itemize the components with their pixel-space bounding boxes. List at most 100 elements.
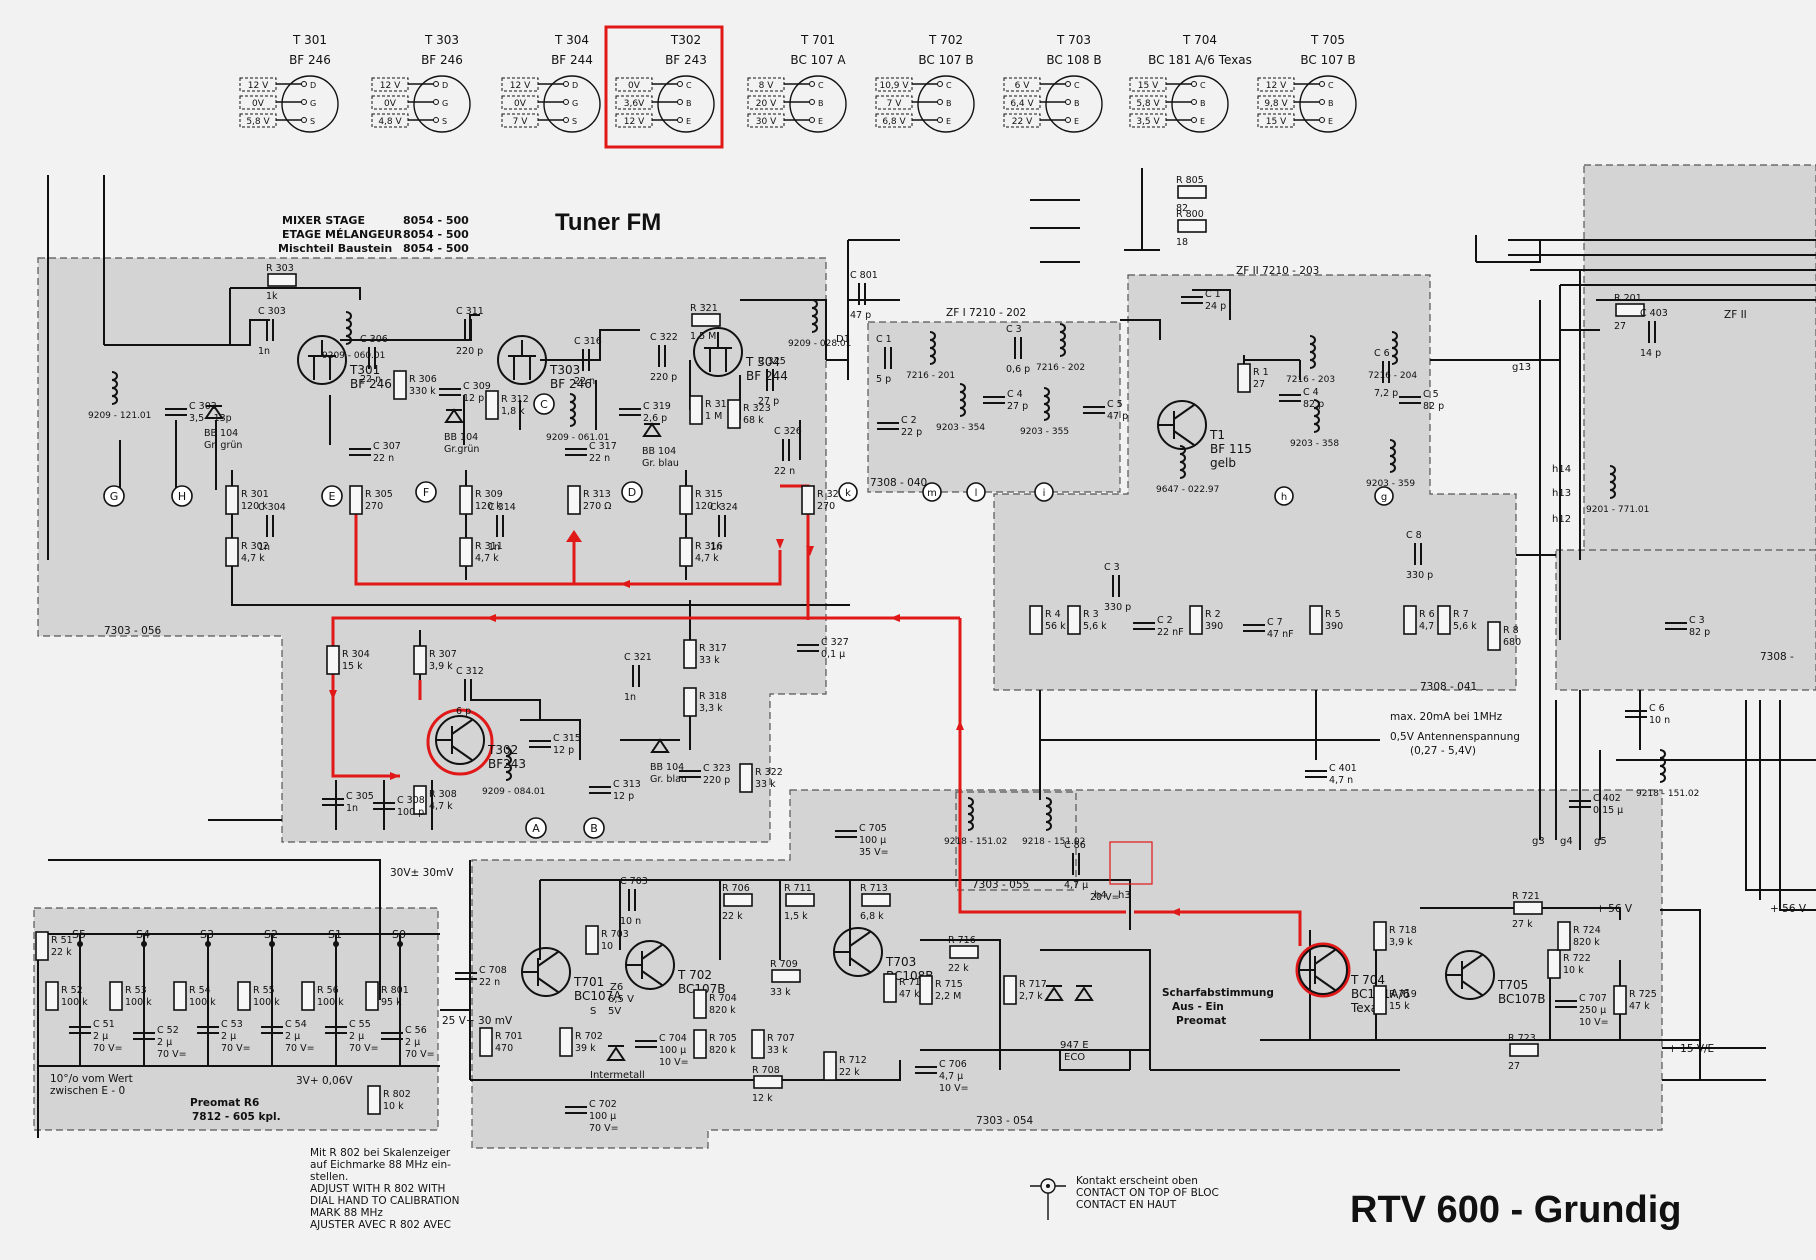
capacitor-ref: C 708 — [479, 965, 507, 976]
pinout-voltage: 12 V — [510, 81, 531, 91]
coil-l9218_b: 9218 - 151.02 — [1022, 797, 1085, 847]
capacitor-ref: C 2 — [901, 415, 917, 426]
capacitor-plates — [877, 422, 899, 430]
capacitor-ref: C 52 — [157, 1025, 179, 1036]
resistor-value: 5,6 k — [1453, 621, 1477, 632]
resistor-body — [173, 981, 187, 1011]
coil-winding — [1309, 335, 1316, 369]
capacitor-plates — [1243, 624, 1265, 632]
pinout-pin-letter: G — [572, 99, 578, 108]
capacitor-value: 14 p — [1640, 348, 1661, 359]
capacitor-c2: C 222 nF — [1133, 615, 1184, 638]
note-r802-6: MARK 88 MHz — [310, 1207, 383, 1219]
resistor-value: 2,7 k — [1019, 991, 1043, 1002]
coil-label: 7216 - 203 — [1286, 375, 1335, 385]
capacitor-plates — [782, 439, 790, 461]
capacitor-plates — [582, 349, 590, 371]
coil-label: 9209 - 084.01 — [482, 787, 545, 797]
tuner-title: Tuner FM — [555, 209, 661, 236]
resistor-body — [723, 893, 753, 907]
note-contact-1: Kontakt erscheint oben — [1076, 1175, 1198, 1187]
resistor-ref: R 703 — [601, 929, 629, 940]
note-r802-4: ADJUST WITH R 802 WITH — [310, 1183, 445, 1195]
capacitor-plates — [1414, 543, 1422, 565]
brand-label: RTV 600 - Grundig — [1350, 1189, 1681, 1231]
pinout-pin-letter: B — [946, 99, 952, 108]
pinout-voltage: 12 V — [380, 81, 401, 91]
capacitor-plates — [1072, 853, 1080, 875]
pinout-voltage: 5,8 V — [1136, 99, 1160, 109]
capacitor-plates — [325, 1026, 347, 1034]
connection-ring — [621, 481, 643, 503]
connection-ring — [321, 485, 343, 507]
capacitor-plates — [589, 786, 611, 794]
pinout-can — [789, 75, 847, 133]
resistor-value: 27 — [1508, 1061, 1520, 1072]
connection-point-i: i — [1034, 482, 1054, 502]
capacitor-c6: C 67,2 p — [1374, 348, 1398, 399]
coil-winding — [1045, 797, 1052, 831]
pinout-pin — [937, 99, 943, 105]
pinout-voltage: 4,8 V — [378, 117, 402, 127]
diode-color: Gr.grün — [444, 444, 479, 455]
resistor-body — [225, 537, 239, 567]
pinout-pin — [677, 99, 683, 105]
coil-l9209_028: 9209 - 028.01 — [788, 299, 851, 349]
pinout-pin-letter: C — [686, 81, 692, 90]
resistor-ref: R 716 — [948, 935, 976, 946]
pinout-voltage: 7 V — [513, 117, 529, 127]
pinout-pin-letter: E — [1200, 117, 1205, 126]
resistor-value: 270 — [365, 501, 383, 512]
diode-type: BB 104 — [204, 428, 238, 439]
pinout-voltage: 30 V — [756, 117, 777, 127]
capacitor-plates — [1382, 361, 1390, 383]
mixer-caption-3-code: 8054 - 500 — [403, 242, 469, 255]
capacitor-ref: C 403 — [1640, 308, 1668, 319]
resistor-ref: R 802 — [383, 1089, 411, 1100]
coil-l9218_c: 9218 - 151.02 — [1636, 749, 1699, 799]
capacitor-ref: C 311 — [456, 306, 484, 317]
capacitor-voltage: 70 V= — [405, 1049, 435, 1060]
resistor-body — [801, 485, 815, 515]
notes: 30V± 30mV 3V+ 0,06V 25 V+ 30 mV + 56 V +… — [50, 711, 1807, 1231]
capacitor-c56: C 562 µ70 V= — [381, 1025, 435, 1060]
pin-label-h4: h4 — [1094, 890, 1107, 901]
mixer-caption-2-code: 8054 - 500 — [403, 228, 469, 241]
capacitor-ref: C 707 — [1579, 993, 1607, 1004]
switch-label: S3 — [200, 928, 214, 941]
resistor-body — [919, 975, 933, 1005]
diode-type: BB 104 — [444, 432, 478, 443]
coil-l9201: 9201 - 771.01 — [1586, 465, 1649, 515]
resistor-ref: R 725 — [1629, 989, 1657, 1000]
capacitor-voltage: 70 V= — [221, 1043, 251, 1054]
pinout-voltage: 0V — [628, 81, 641, 91]
resistor-body — [727, 399, 741, 429]
note-scharf-2: Aus - Ein — [1172, 1001, 1224, 1013]
resistor-ref: R 724 — [1573, 925, 1601, 936]
transistor-ref: T705 — [1497, 978, 1528, 992]
resistor-r6: R 64,7 k — [1403, 605, 1443, 635]
diode-symbol — [1044, 985, 1094, 1001]
contact-symbol — [1030, 1178, 1066, 1220]
resistor-body — [393, 370, 407, 400]
pinout-pin-letter: S — [310, 117, 315, 126]
resistor-ref: R 1 — [1253, 367, 1269, 378]
